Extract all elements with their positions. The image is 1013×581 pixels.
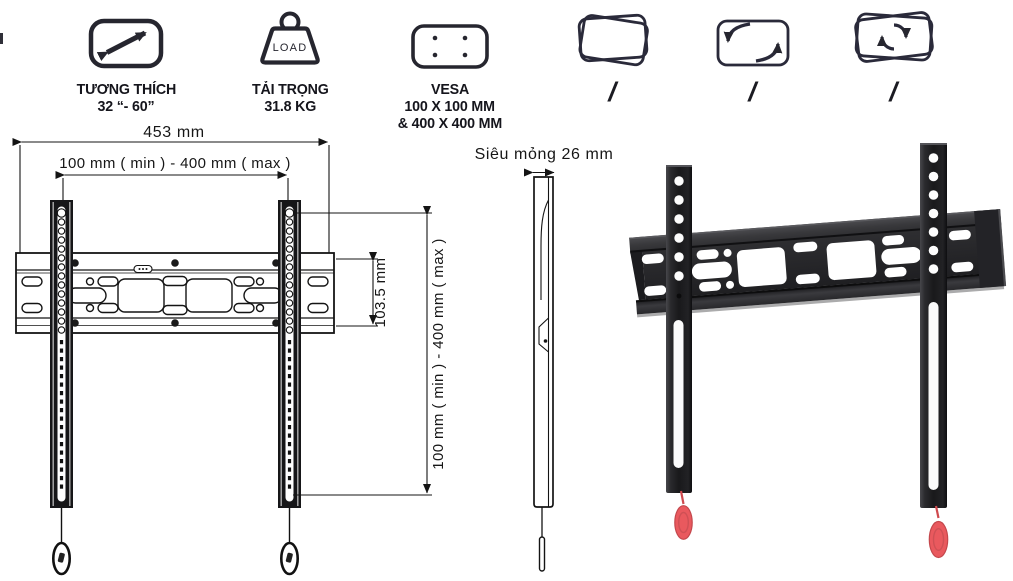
- feature-title: TƯƠNG THÍCH: [76, 81, 176, 98]
- plate-cutouts: [21, 275, 329, 316]
- load-weight-icon: LOAD: [260, 11, 320, 65]
- plate-3d-cutouts: [641, 229, 974, 296]
- feature-load: LOAD TẢI TRỌNG 31.8 KG: [215, 6, 365, 115]
- technical-drawing: 453 mm 100 mm ( min ) - 400 mm ( max ): [12, 125, 614, 576]
- dim-vertical-range-label: 100 mm ( min ) - 400 mm ( max ): [430, 238, 447, 470]
- feature-na: /: [746, 77, 760, 107]
- dim-horizontal-range-label: 100 mm ( min ) - 400 mm ( max ): [59, 155, 291, 172]
- feature-value: 100 X 100 MM: [404, 98, 496, 115]
- screen-size-icon: [88, 18, 164, 69]
- dim-total-width: [12, 138, 330, 253]
- load-icon-text: LOAD: [273, 42, 308, 54]
- rotate-icon: [854, 11, 934, 63]
- dim-total-width-label: 453 mm: [143, 125, 204, 141]
- feature-na: /: [887, 77, 901, 107]
- tilt-icon: [716, 19, 790, 67]
- dim-plate-height: [336, 252, 378, 327]
- side-profile-drawing: [524, 168, 555, 572]
- plate-screws: [71, 259, 280, 327]
- spirit-level: [133, 264, 153, 274]
- pull-tab-left: [674, 505, 693, 540]
- tv-rail-right-drawing: [278, 200, 301, 576]
- tv-rail-left-drawing: [50, 200, 73, 576]
- dim-horizontal-range: [55, 171, 289, 238]
- tv-rail-left-3d: [666, 165, 693, 540]
- wall-plate-3d: [629, 209, 1007, 318]
- edge-artifact: [0, 33, 3, 44]
- tv-rail-right-3d: [920, 143, 949, 559]
- swivel-icon: [577, 13, 649, 67]
- feature-screen-size: TƯƠNG THÍCH 32 “- 60”: [51, 6, 201, 115]
- dim-plate-height-label: 103.5 mm: [372, 258, 389, 328]
- dim-vertical-range: [293, 206, 432, 496]
- feature-value: 31.8 KG: [264, 98, 316, 115]
- feature-tilt: /: [678, 6, 828, 107]
- bracket-3d-render: [629, 143, 1007, 559]
- pull-tab-right: [928, 520, 949, 559]
- feature-title: TẢI TRỌNG: [251, 81, 329, 98]
- vesa-icon: [411, 24, 489, 69]
- feature-na: /: [606, 77, 620, 107]
- feature-value: 32 “- 60”: [97, 98, 155, 115]
- feature-rotate: /: [819, 6, 969, 107]
- feature-title: VESA: [430, 81, 470, 98]
- feature-vesa: VESA 100 X 100 MM & 400 X 400 MM: [375, 6, 525, 132]
- feature-swivel: /: [538, 6, 688, 107]
- feature-value2: & 400 X 400 MM: [397, 115, 503, 132]
- dim-thickness-label: Siêu mỏng 26 mm: [475, 146, 614, 163]
